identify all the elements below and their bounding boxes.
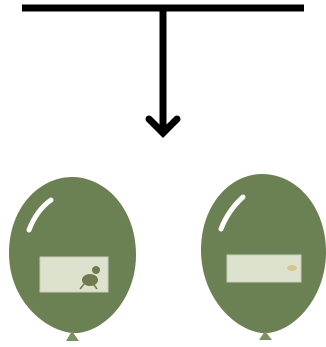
balloon-right-card	[226, 254, 302, 283]
balloon-left-card	[39, 256, 109, 293]
balloon-right-knot	[259, 331, 272, 340]
card-panel	[39, 256, 109, 293]
arrow-head	[145, 115, 181, 138]
down-arrow-icon	[22, 4, 304, 138]
balloon-right	[201, 174, 326, 340]
small-leaf-icon	[287, 265, 297, 271]
balloon-right-highlight	[218, 194, 246, 232]
balloon-left-knot	[66, 331, 79, 341]
balloon-right-body	[201, 174, 326, 333]
small-animal-icon	[79, 266, 100, 290]
balloon-left	[9, 177, 136, 341]
balloon-left-body	[9, 177, 136, 333]
balloon-left-highlight	[26, 197, 54, 233]
